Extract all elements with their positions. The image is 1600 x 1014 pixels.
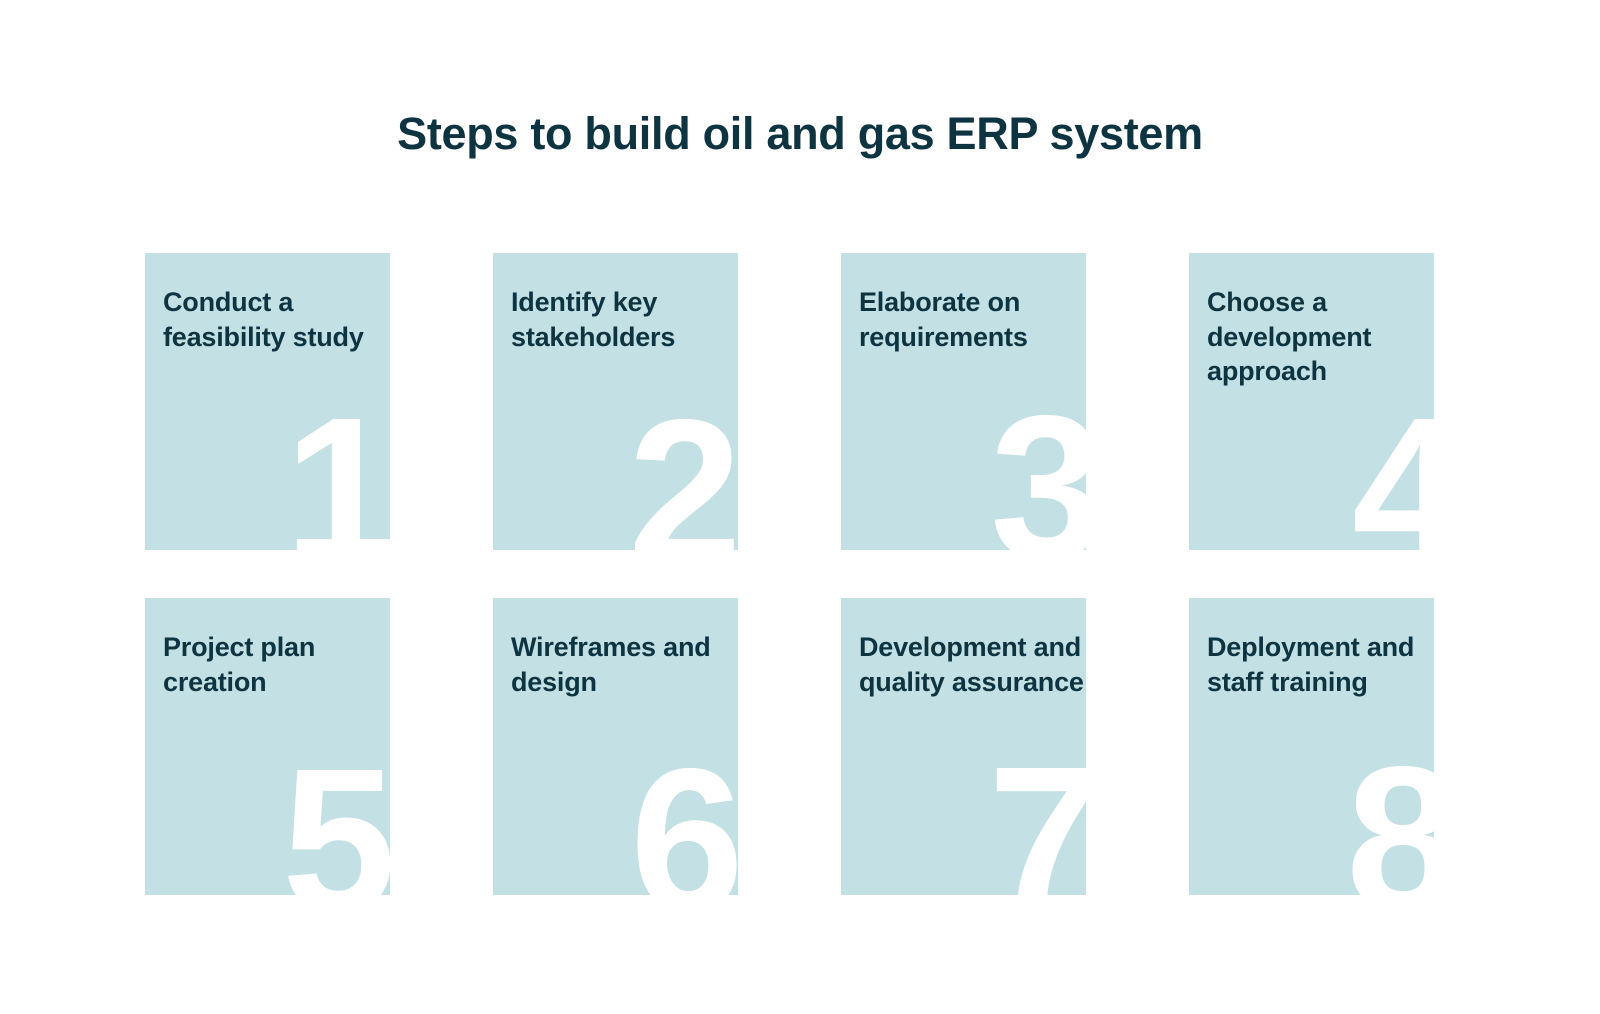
step-card-7: Development and quality assurance 7 [841,598,1086,895]
step-number: 8 [1345,724,1434,895]
step-label: Conduct a feasibility study [163,287,364,352]
step-number: 6 [629,726,738,895]
step-card-5: Project plan creation 5 [145,598,390,895]
step-label: Deployment and staff training [1207,632,1415,697]
step-card-8: Deployment and staff training 8 [1189,598,1434,895]
step-label: Identify key stakeholders [511,287,676,352]
step-number: 2 [627,377,738,550]
step-label: Development and quality assurance [859,632,1084,697]
step-number: 3 [989,373,1086,550]
step-number: 5 [281,726,390,895]
steps-grid: Conduct a feasibility study 1 Identify k… [145,253,1435,895]
step-label: Choose a development approach [1207,287,1372,387]
step-number: 1 [283,375,390,550]
step-card-4: Choose a development approach 4 [1189,253,1434,550]
step-card-3: Elaborate on requirements 3 [841,253,1086,550]
step-card-2: Identify key stakeholders 2 [493,253,738,550]
page-title: Steps to build oil and gas ERP system [397,108,1203,159]
step-label: Wireframes and design [511,632,711,697]
step-label: Project plan creation [163,632,316,697]
step-number: 7 [987,724,1086,895]
step-number: 4 [1351,375,1434,550]
step-card-1: Conduct a feasibility study 1 [145,253,390,550]
step-label: Elaborate on requirements [859,287,1028,352]
step-card-6: Wireframes and design 6 [493,598,738,895]
